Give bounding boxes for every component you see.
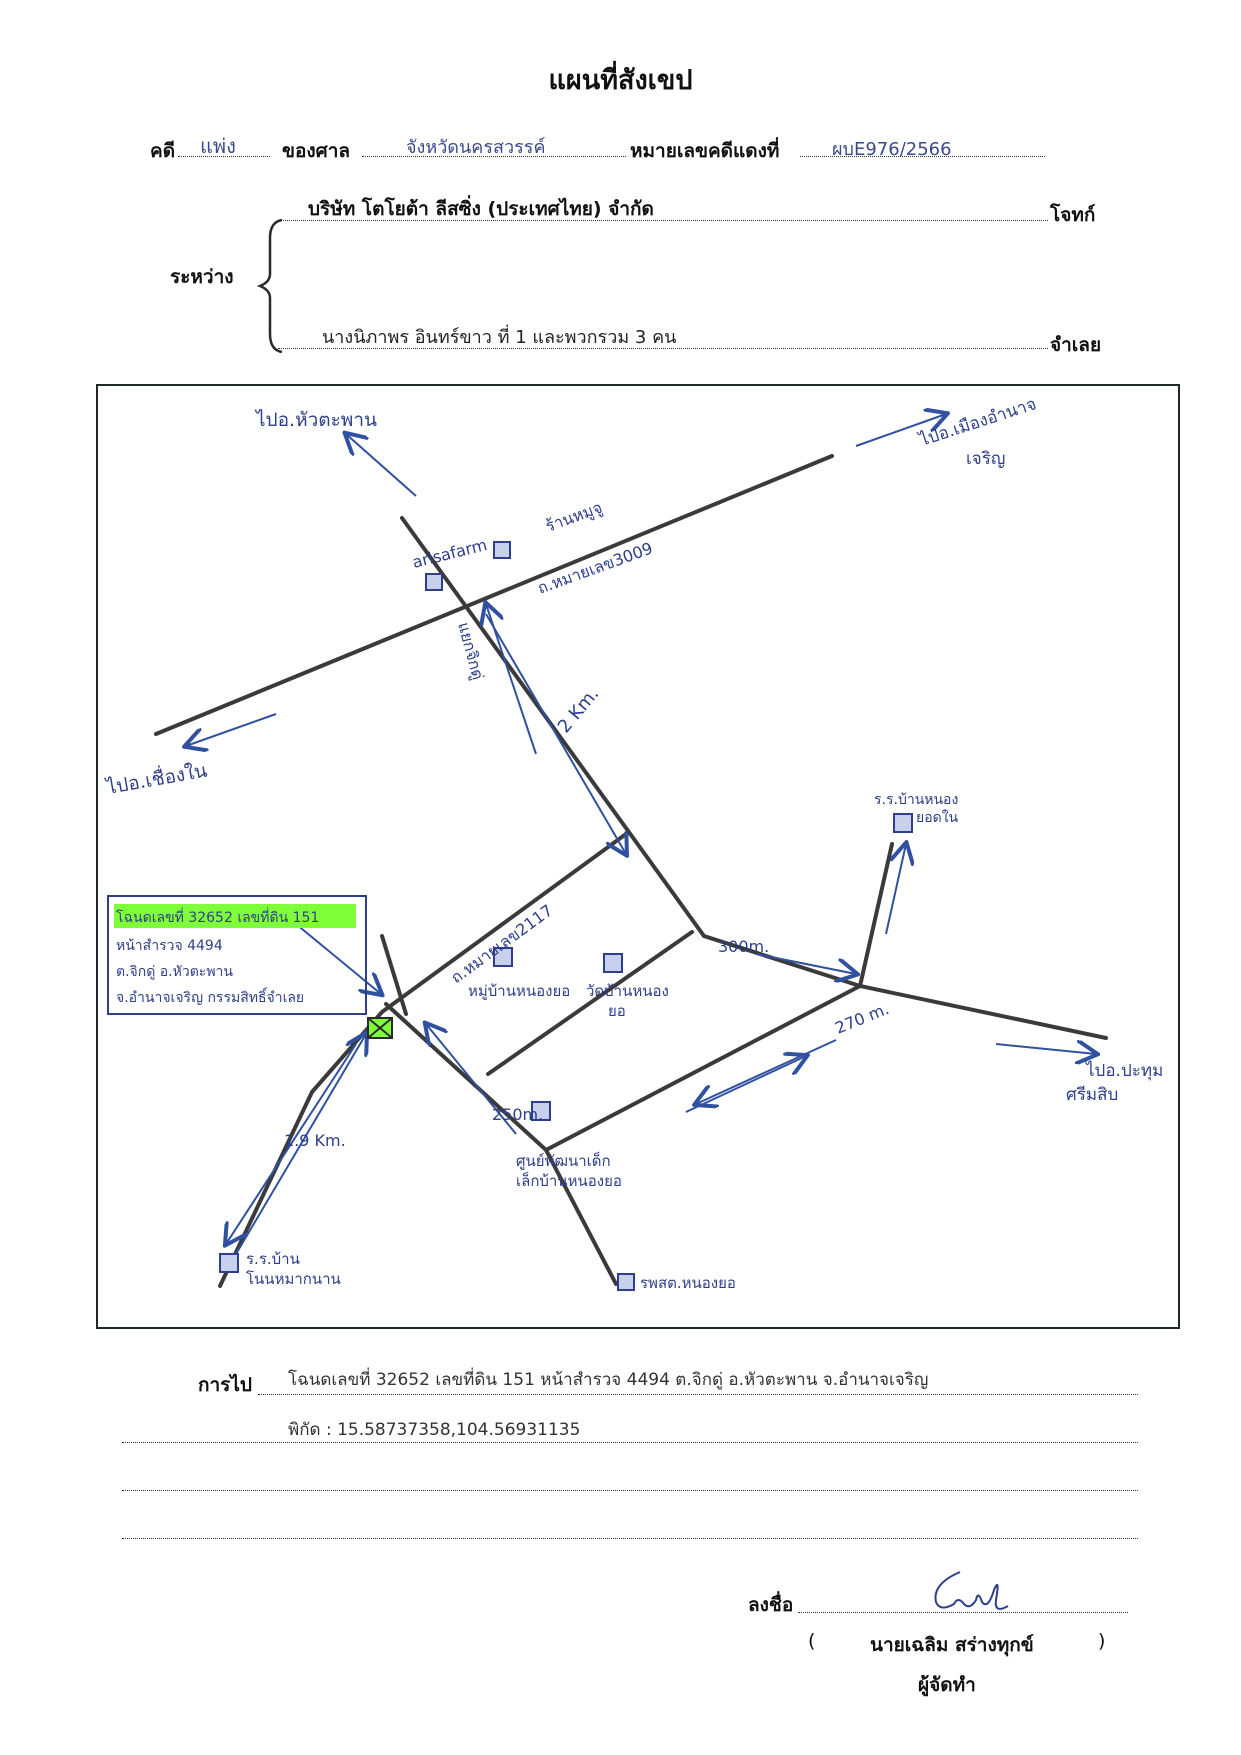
arrow-to-mueang [855,414,946,447]
label-village: หมู่บ้านหนองยอ [468,982,570,1000]
sketch-map: ไปอ.หัวตะพาน ไปอ.เมืองอำนาจ เจริญ ไปอ.เช… [103,393,1164,1292]
sign-label: ลงชื่อ [748,1594,794,1616]
label-road-2117: ถ.หมายเลข2117 [447,901,556,988]
signer-name: นายเฉลิม สร่างทุกข์ [870,1634,1034,1656]
label-temple-2: ยอ [608,1002,626,1020]
label-road-3009: ถ.หมายเลข3009 [535,538,655,597]
arrow-250m [426,1024,517,1135]
label-school-phonmak: ร.ร.บ้าน [246,1250,300,1268]
label-hospital: รพสต.หนองยอ [640,1274,736,1292]
arrow-to-huataphan [346,434,417,497]
open-paren: ( [808,1630,816,1652]
label-to-pathum-2: ศรีมสิบ [1066,1085,1118,1105]
arrow-300m [755,953,856,974]
route-coordinates: พิกัด : 15.58737358,104.56931135 [288,1420,581,1440]
label-temple: วัดบ้านหนอง [586,982,669,1000]
red-case-label: หมายเลขคดีแดงที่ [630,140,780,162]
landmark-childcare [531,1101,551,1121]
landmark-village [493,947,513,967]
between-label: ระหว่าง [170,266,234,288]
label-to-chueangnai: ไปอ.เชื่องใน [103,757,209,800]
plaintiff-label: โจทก์ [1050,204,1096,226]
road-school-north [858,842,894,988]
plaintiff-name: บริษัท โตโยต้า ลีสซิ่ง (ประเทศไทย) จำกัด [308,198,654,220]
road-inner [486,930,694,1076]
signer-role: ผู้จัดทำ [918,1674,976,1696]
road-2117 [218,832,628,1288]
landmark-school-nongyo [893,813,913,833]
callout-line1: โฉนดเลขที่ 32652 เลขที่ดิน 151 [116,908,319,926]
callout-line4: จ.อำนาจเจริญ กรรมสิทธิ์จำเลย [116,987,304,1006]
arrow-to-pathum [995,1044,1096,1054]
label-to-mueang: ไปอ.เมืองอำนาจ [915,393,1039,451]
label-ranmuchu: ร้านหมูจู [543,498,605,537]
label-300m: 300m. [718,937,769,956]
label-to-pathum: ไปอ.ปะทุม [1084,1060,1163,1081]
landmark-arisafarm [425,573,443,591]
map-frame [96,384,1180,1329]
label-childcare-2: เล็กบ้านหนองยอ [516,1171,622,1190]
label-to-huataphan: ไปอ.หัวตะพาน [254,409,377,431]
landmark-school-phonmak [219,1253,239,1273]
target-plot-cross [367,1017,393,1039]
landmark-ranmuchu [493,541,511,559]
label-childcare: ศูนย์พัฒนาเด็ก [516,1151,611,1170]
road-3009 [154,454,834,736]
case-value: แพ่ง [200,134,236,158]
label-arisafarm: arisafarm [410,535,489,572]
party-brace [256,218,283,354]
red-case-value: ผบE976/2566 [832,139,952,160]
arrow-270m-a [685,1056,806,1113]
callout-line3: ต.จิกดู่ อ.หัวตะพาน [116,964,233,980]
arrow-19km-b [226,1043,357,1244]
label-270m: 270 m. [832,999,891,1038]
landmark-temple [603,953,623,973]
label-250m: 250m. [492,1105,543,1124]
close-paren: ) [1098,1630,1106,1652]
case-label: คดี [150,140,176,162]
label-to-mueang-2: เจริญ [966,449,1005,469]
label-2km: 2 Km. [554,684,604,738]
route-label: การไป [198,1374,252,1396]
arrow-school-road [885,844,906,935]
court-value: จังหวัดนครสวรรค์ [406,137,546,158]
plot-callout-box [107,895,367,1015]
landmark-hospital [617,1273,635,1291]
arrow-to-chueangnai [186,713,277,746]
signature-mark [934,1571,1009,1610]
route-line1: โฉนดเลขที่ 32652 เลขที่ดิน 151 หน้าสำรวจ… [288,1370,929,1390]
label-school-phonmak-2: โนนหมากนาน [246,1270,341,1288]
arrow-callout [295,923,381,994]
court-label: ของศาล [282,140,351,162]
label-school-nongyo: ร.ร.บ้านหนอง [874,792,958,808]
label-19km: 1.9 Km. [284,1131,346,1150]
road-callout [380,934,408,1016]
page-title: แผนที่สังเขป [548,65,693,96]
label-school-nongyo-2: ยอดใน [916,809,959,826]
defendant-label: จำเลย [1050,334,1102,356]
road-hospital [544,1148,618,1286]
plot-callout-highlight [114,904,356,928]
defendant-name: นางนิภาพร อินทร์ขาว ที่ 1 และพวกรวม 3 คน [322,327,677,348]
arrow-270m-b [696,1039,837,1104]
arrow-19km-a [235,1034,366,1255]
arrow-2km-b [485,613,626,854]
callout-line2: หน้าสำรวจ 4494 [116,938,223,954]
